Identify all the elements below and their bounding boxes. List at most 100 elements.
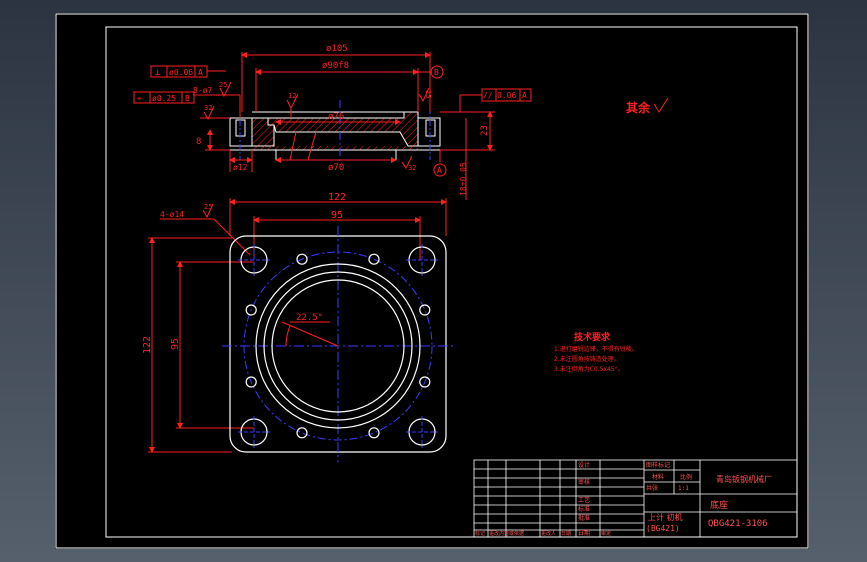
outer-frame <box>55 13 809 549</box>
tb-sheet-label: 共张 <box>646 484 658 492</box>
plan-bore-mid <box>263 271 413 421</box>
dim-text-76: ø76 <box>328 112 344 122</box>
svg-text:25: 25 <box>424 90 432 98</box>
fcf-pos-value: ø0.25 <box>152 94 176 103</box>
bolt-hole <box>368 427 380 439</box>
plan-bore-inner <box>271 279 405 413</box>
section-flange-left <box>229 117 253 147</box>
fcf-par-symbol: // <box>483 91 493 100</box>
fcf-par-datum: A <box>522 91 527 100</box>
tb-drawing-number: QBG421-3106 <box>708 519 768 529</box>
tb-rev-5: 审定 <box>601 530 611 537</box>
plan-bolt-holes <box>245 253 431 439</box>
tb-row-label-3: 工艺 <box>578 496 590 504</box>
bolt-hole <box>245 304 257 316</box>
tb-design-unit: 上计 初机 <box>648 512 683 522</box>
dim-text-8: 8 <box>196 137 201 147</box>
fcf-position: ⌖ ø0.25 B <box>133 91 195 104</box>
svg-text:12: 12 <box>288 92 296 100</box>
plan-view: 122 95 122 95 4-ø14 25 <box>142 192 456 462</box>
roughness-note-text: 其余 <box>626 100 651 115</box>
notes-item-3: 3.未注倒角为C0.5x45°。 <box>554 365 624 373</box>
tb-ratio-value: 1:1 <box>678 485 689 492</box>
dim-text-18: 18±0.05 <box>459 162 468 196</box>
datum-a-circle <box>433 163 447 177</box>
fcf-pos-symbol: ⌖ <box>137 94 142 103</box>
plan-hole-callout: 4-ø14 <box>160 210 184 219</box>
plan-angle-arc <box>285 325 291 347</box>
plan-angle-text: 22.5° <box>296 313 323 323</box>
tb-rev-3: 更改人 <box>541 530 556 537</box>
fcf-perp-symbol: ⊥ <box>155 68 161 78</box>
section-hatch-bottom <box>252 146 418 150</box>
roughness-general-note: 其余 <box>626 97 669 115</box>
tb-ratio-label: 比例 <box>680 473 692 481</box>
dim-text-plan-122v: 122 <box>142 336 153 354</box>
plan-roughness-25: 25 <box>202 203 214 219</box>
roughness-left-32: 32 <box>200 104 230 121</box>
tb-rev-2: 更改内容或依据 <box>489 530 524 537</box>
dim-text-plan-122: 122 <box>328 192 346 203</box>
dim-text-plan-95v: 95 <box>170 338 181 350</box>
tb-rev-1: 标记 <box>475 530 485 537</box>
datum-b-circle <box>430 65 444 79</box>
tb-row-label-2: 审核 <box>578 478 590 486</box>
leader-70b <box>307 131 317 161</box>
tb-scale-code: (BG421) <box>646 524 680 533</box>
dim-text-90f8: ø90f8 <box>322 61 349 71</box>
hole-callout-8: 8-ø7 <box>193 86 212 95</box>
bolt-hole <box>296 427 308 439</box>
tb-row-label-5: 批准 <box>578 514 590 522</box>
fcf-perpendicularity: ⊥ ø0.06 A <box>150 65 226 78</box>
inner-frame <box>105 26 798 538</box>
dim-text-plan-95: 95 <box>331 210 343 221</box>
section-view: ø105 ø90f8 B ⊥ ø0.06 A 8-ø7 <box>133 44 532 200</box>
plan-corner-holes <box>238 244 438 448</box>
fcf-perp-datum: A <box>198 68 203 77</box>
svg-text:25: 25 <box>219 81 227 89</box>
tb-part-name: 底座 <box>710 499 728 511</box>
notes-item-2: 2.未注圆角按铸造处理。 <box>554 355 620 363</box>
section-flange-right <box>417 117 441 147</box>
svg-text:32: 32 <box>408 164 416 172</box>
tb-row-label-1: 设计 <box>578 461 590 469</box>
dim-text-12: ø12 <box>233 163 248 172</box>
svg-text:25: 25 <box>204 203 212 211</box>
bolt-hole <box>245 376 257 388</box>
datum-b-label: B <box>434 68 439 77</box>
bolt-hole <box>419 376 431 388</box>
bolt-hole <box>419 304 431 316</box>
roughness-right-32: 32 <box>401 155 416 172</box>
leader-70 <box>289 131 297 161</box>
title-block <box>473 459 798 538</box>
dim-text-23: 23 <box>480 125 490 136</box>
fcf-parallel: // 0.06 A <box>459 88 532 112</box>
tb-rev-4: 日期 <box>561 531 571 537</box>
tb-material-label: 材料 <box>652 473 664 481</box>
fcf-pos-datum: B <box>185 94 190 103</box>
dim-text-70: ø70 <box>328 163 344 173</box>
datum-a-label: A <box>437 166 442 175</box>
notes-item-1: 1.退打磨锐边锋，不得有锐棱。 <box>554 345 638 353</box>
technical-notes: 技术要求 1.退打磨锐边锋，不得有锐棱。 2.未注圆角按铸造处理。 3.未注倒角… <box>554 331 638 373</box>
tb-weight-label: 图样标记 <box>646 461 670 469</box>
svg-text:32: 32 <box>204 104 212 112</box>
plan-bore-outer <box>255 263 421 429</box>
fcf-perp-value: ø0.06 <box>169 68 193 77</box>
tb-company: 青岛钣钢机械厂 <box>716 474 772 484</box>
bolt-hole <box>296 253 308 265</box>
roughness-left-25: 25 <box>219 81 232 98</box>
bolt-hole <box>368 253 380 265</box>
tb-row-label-6: 日期 <box>578 529 590 537</box>
notes-title: 技术要求 <box>574 331 611 343</box>
dim-text-105: ø105 <box>326 44 348 54</box>
roughness-top-12: 12 <box>286 92 299 118</box>
plan-hole-leader2 <box>213 218 251 256</box>
fcf-par-value: 0.06 <box>497 91 516 100</box>
roughness-right-25: 25 <box>418 87 432 103</box>
title-block-text: 设计 审核 工艺 标准 批准 日期 图样标记 材料 比例 共张 1:1 青岛钣钢… <box>475 461 772 537</box>
tb-row-label-4: 标准 <box>578 505 590 513</box>
roughness-note-symbol <box>653 97 669 113</box>
